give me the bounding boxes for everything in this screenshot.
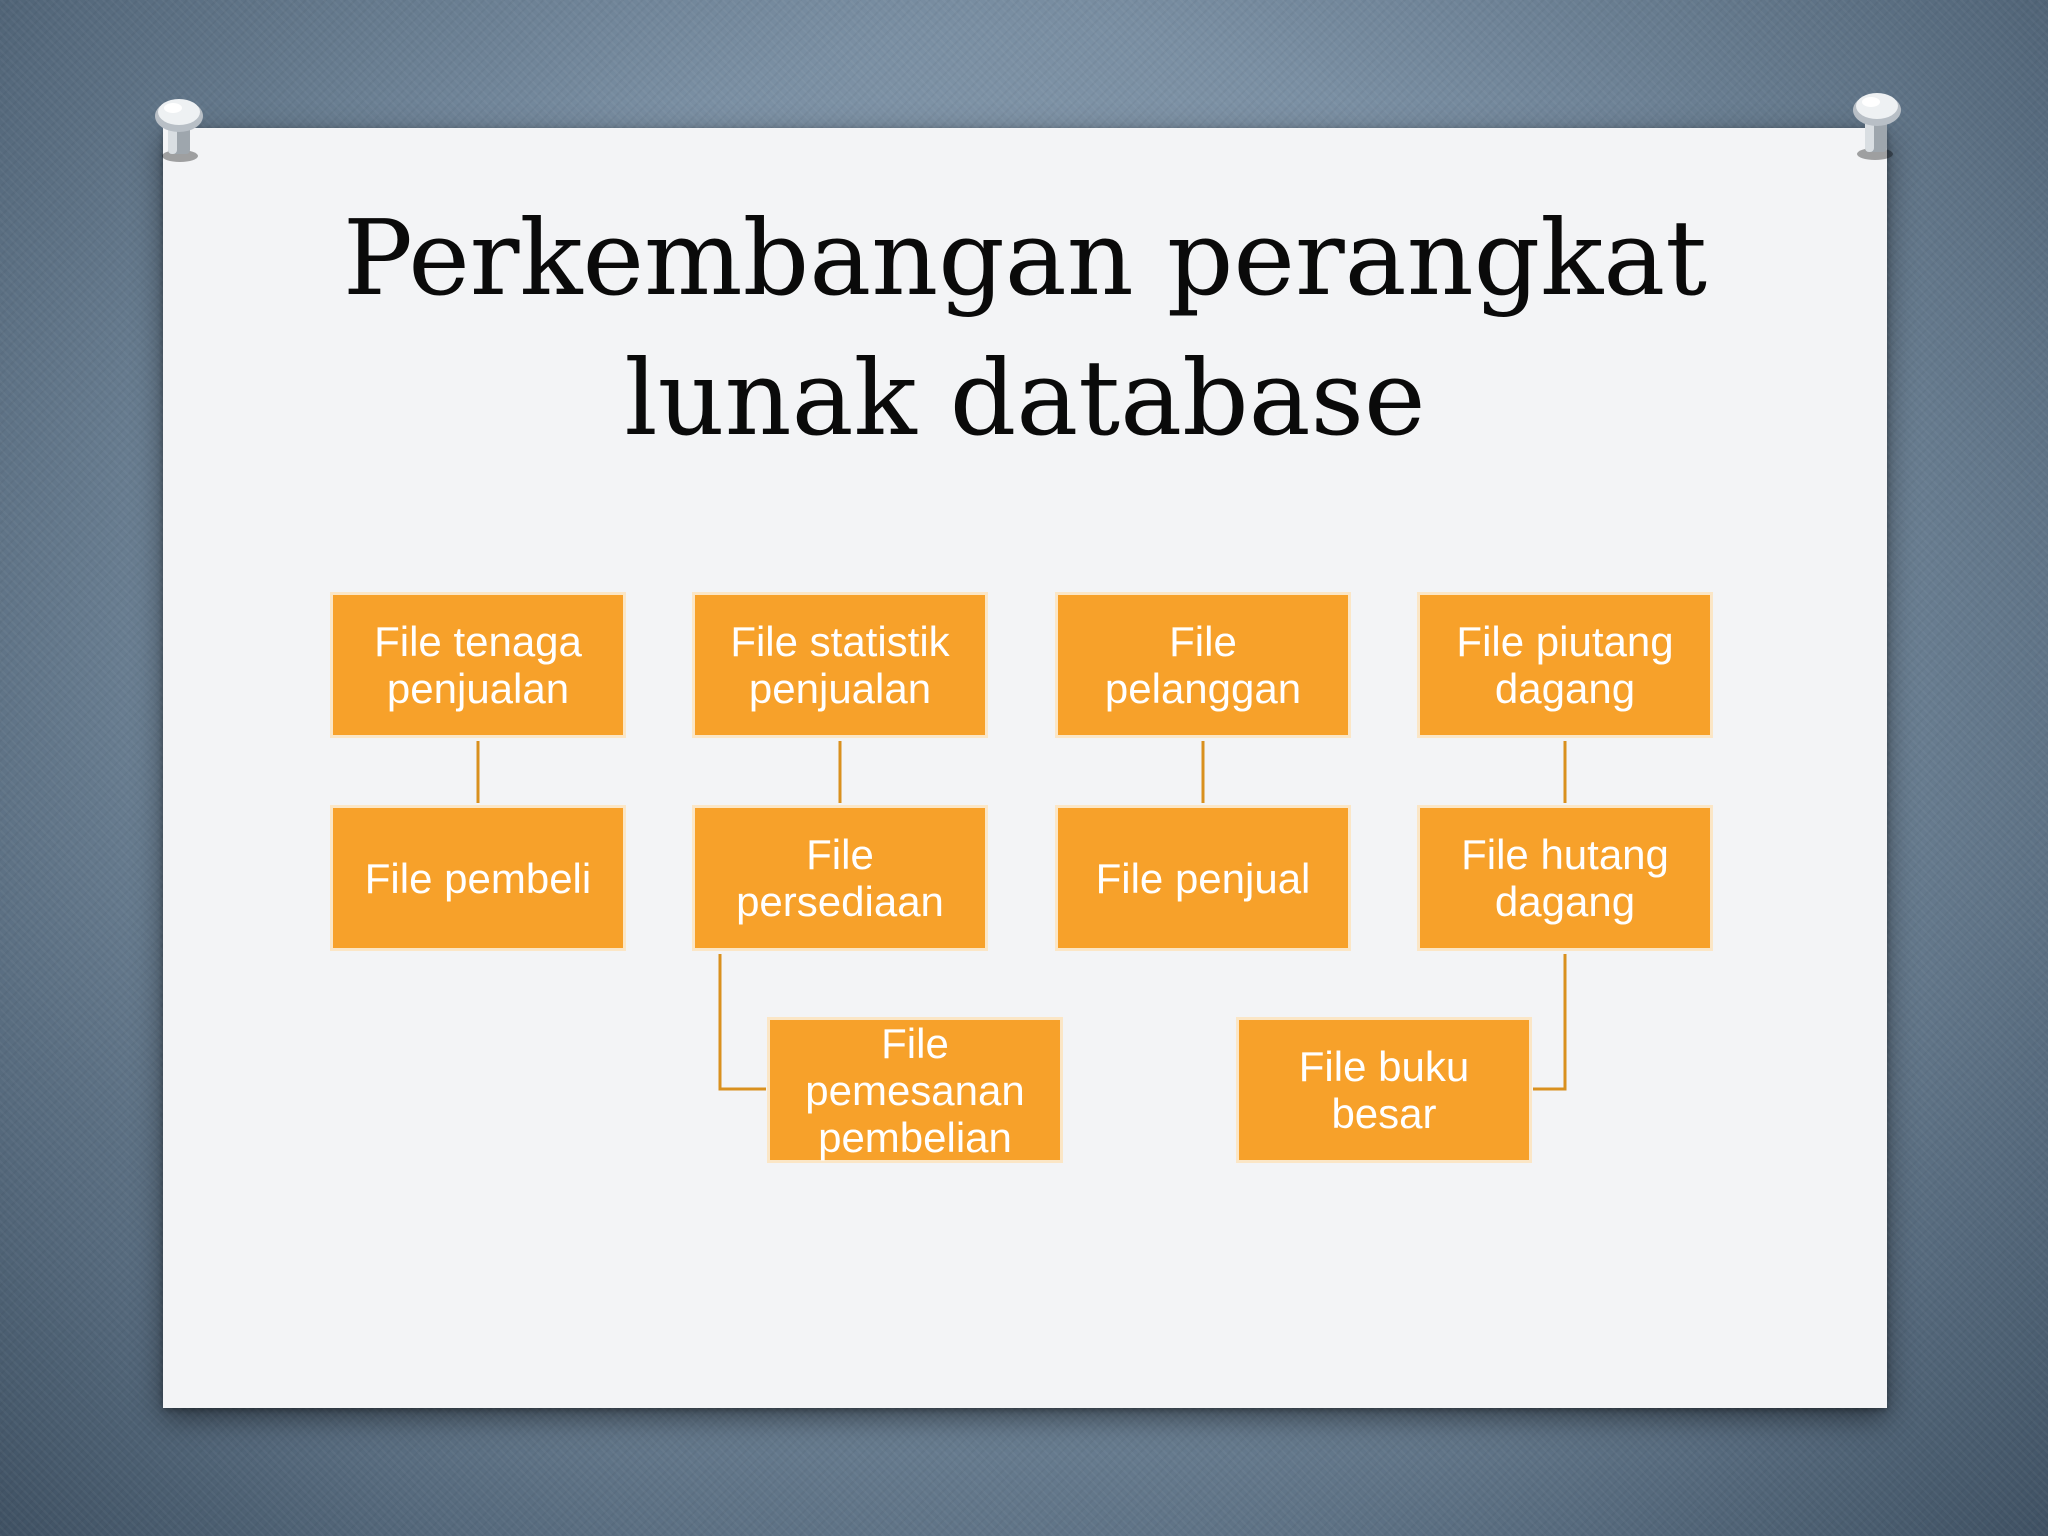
box-file-pembeli: File pembeli: [330, 805, 626, 951]
box-file-tenaga-penjualan: File tenaga penjualan: [330, 592, 626, 738]
pushpin-left-icon: [155, 99, 203, 162]
box-file-penjual: File penjual: [1055, 805, 1351, 951]
slide-paper: [163, 128, 1887, 1408]
box-file-pelanggan: File pelanggan: [1055, 592, 1351, 738]
pushpin-right-icon: [1853, 93, 1901, 160]
box-file-persediaan: File persediaan: [692, 805, 988, 951]
slide-title-line-1: Perkembangan perangkat: [342, 197, 1708, 319]
box-file-buku-besar: File buku besar: [1236, 1017, 1532, 1163]
slide-title-line-2: lunak database: [624, 337, 1426, 459]
box-file-piutang-dagang: File piutang dagang: [1417, 592, 1713, 738]
box-file-statistik-penjualan: File statistik penjualan: [692, 592, 988, 738]
slide-title: Perkembangan perangkat lunak database: [163, 188, 1887, 468]
connector-elbow: [718, 954, 766, 1091]
box-file-pemesanan-pembelian: File pemesanan pembelian: [767, 1017, 1063, 1163]
box-file-hutang-dagang: File hutang dagang: [1417, 805, 1713, 951]
connector-elbow: [1533, 954, 1567, 1091]
